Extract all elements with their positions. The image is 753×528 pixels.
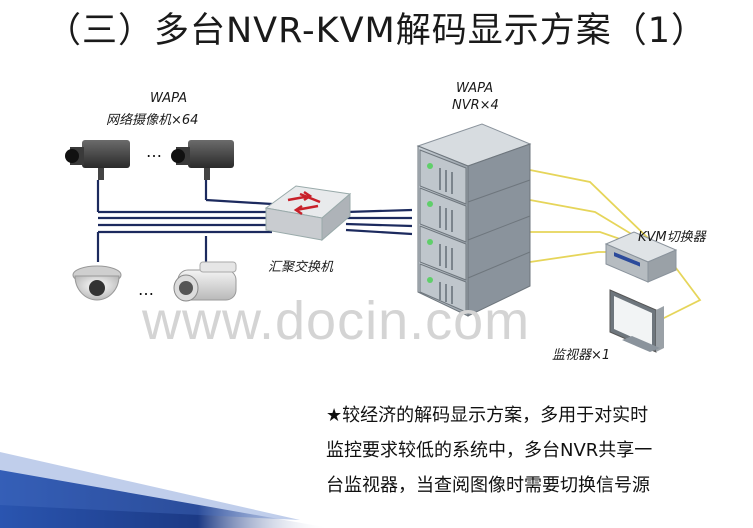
cameras-label: 网络摄像机×64 [106, 113, 199, 128]
camera-ellipsis-bottom: … [138, 280, 156, 299]
switch-icon [264, 185, 352, 242]
switch-label: 汇聚交换机 [268, 260, 334, 275]
kvm-label: KVM切换器 [638, 230, 706, 245]
box-camera-icon [65, 140, 130, 180]
watermark: www.docin.com [142, 291, 531, 351]
description-line: ★较经济的解码显示方案，多用于对实时 [326, 405, 649, 426]
nvr-label: NVR×4 [452, 98, 499, 113]
box-camera-icon [171, 140, 234, 180]
monitor-label: 监视器×1 [552, 348, 611, 363]
nvr-rack-icon [416, 123, 532, 317]
camera-ellipsis-top: … [146, 142, 164, 161]
nvr-label-brand: WAPA [456, 81, 494, 96]
description: ★较经济的解码显示方案，多用于对实时 监控要求较低的系统中，多台NVR共享一 台… [326, 398, 746, 503]
dome-camera-icon [72, 265, 122, 301]
page-title: （三）多台NVR-KVM解码显示方案（1） [45, 11, 708, 51]
decorative-accent-bar [0, 452, 330, 528]
description-line: 台监视器，当查阅图像时需要切换信号源 [326, 475, 650, 496]
cameras-label-brand: WAPA [150, 91, 188, 106]
network-cables [96, 180, 413, 268]
bullet-camera-icon [173, 261, 237, 302]
kvm-switch-icon [604, 231, 678, 283]
description-line: 监控要求较低的系统中，多台NVR共享一 [326, 440, 653, 461]
monitor-icon [609, 289, 664, 353]
